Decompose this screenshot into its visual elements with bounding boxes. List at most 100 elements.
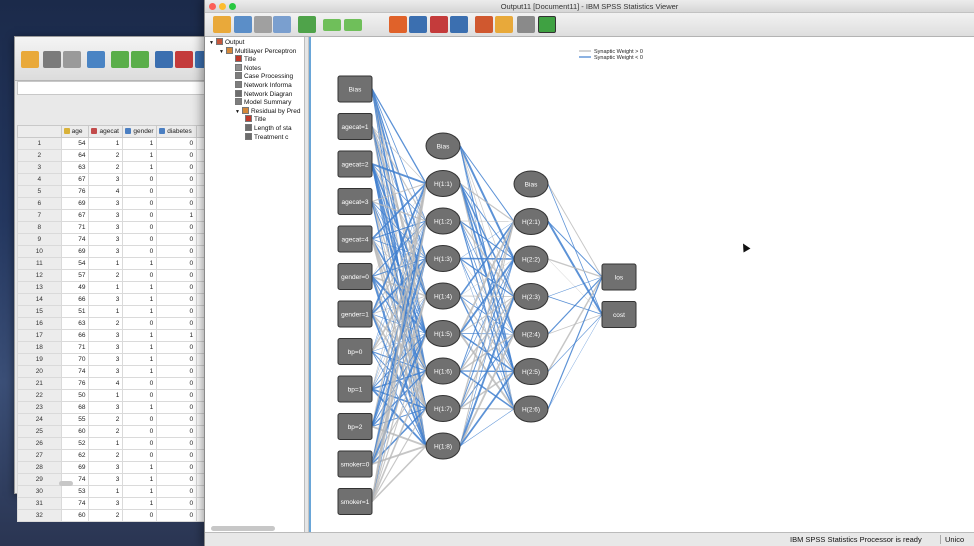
open-icon[interactable]	[21, 51, 39, 68]
grid-cell[interactable]: 1	[88, 437, 124, 450]
grid-cell[interactable]: 1	[122, 305, 158, 318]
grid-cell[interactable]: 1	[88, 305, 124, 318]
run-icon[interactable]	[538, 16, 556, 33]
grid-cell[interactable]: 1	[122, 365, 158, 378]
grid-cell[interactable]: 4	[88, 185, 124, 198]
grid-cell[interactable]: 3	[88, 197, 124, 210]
grid-cell[interactable]: 2	[88, 509, 124, 522]
grid-cell[interactable]: 0	[156, 185, 198, 198]
grid-cell[interactable]: 2	[88, 425, 124, 438]
grid-cell[interactable]: 1	[122, 281, 158, 294]
grid-cell[interactable]: 2	[88, 449, 124, 462]
grid-cell[interactable]: 3	[88, 353, 124, 366]
grid-cell[interactable]: 1	[122, 497, 158, 510]
grid-cell[interactable]: 3	[88, 461, 124, 474]
row-number[interactable]: 7	[17, 209, 62, 222]
insert-text-icon[interactable]	[495, 16, 513, 33]
undo-icon[interactable]	[111, 51, 129, 68]
row-number[interactable]: 28	[17, 461, 62, 474]
grid-cell[interactable]: 0	[156, 473, 198, 486]
goto-case-icon[interactable]	[155, 51, 173, 68]
grid-cell[interactable]: 1	[156, 329, 198, 342]
grid-cell[interactable]: 0	[122, 233, 158, 246]
grid-cell[interactable]: 0	[156, 305, 198, 318]
row-number[interactable]: 12	[17, 269, 62, 282]
print-icon[interactable]	[254, 16, 272, 33]
outline-item[interactable]: ▼Output	[209, 38, 244, 46]
outline-item[interactable]: Network Diagran	[235, 89, 292, 98]
grid-cell[interactable]: 54	[60, 137, 90, 150]
row-number[interactable]: 24	[17, 413, 62, 426]
grid-cell[interactable]: 0	[122, 425, 158, 438]
grid-cell[interactable]: 66	[60, 293, 90, 306]
grid-cell[interactable]: 3	[88, 293, 124, 306]
outline-horizontal-scrollbar[interactable]	[211, 526, 275, 531]
grid-cell[interactable]: 1	[88, 257, 124, 270]
grid-cell[interactable]: 49	[60, 281, 90, 294]
row-number[interactable]: 29	[17, 473, 62, 486]
grid-cell[interactable]: 3	[88, 365, 124, 378]
grid-cell[interactable]: 1	[156, 209, 198, 222]
grid-cell[interactable]: 0	[156, 413, 198, 426]
grid-cell[interactable]: 2	[88, 149, 124, 162]
grid-cell[interactable]: 74	[60, 497, 90, 510]
row-number[interactable]: 23	[17, 401, 62, 414]
grid-cell[interactable]: 54	[60, 257, 90, 270]
grid-cell[interactable]: 0	[156, 449, 198, 462]
grid-cell[interactable]: 0	[122, 197, 158, 210]
grid-cell[interactable]: 1	[122, 161, 158, 174]
grid-cell[interactable]: 1	[122, 341, 158, 354]
grid-cell[interactable]: 1	[122, 485, 158, 498]
pane-splitter[interactable]	[305, 37, 309, 532]
network-diagram[interactable]: Biasagecat=1agecat=2agecat=3agecat=4gend…	[311, 37, 974, 532]
row-number[interactable]: 19	[17, 353, 62, 366]
outline-item[interactable]: Network Informa	[235, 81, 292, 89]
open-icon[interactable]	[213, 16, 231, 33]
row-number[interactable]: 2	[17, 149, 62, 162]
grid-cell[interactable]: 0	[156, 245, 198, 258]
column-header-age[interactable]: age	[60, 125, 90, 138]
grid-cell[interactable]: 0	[156, 317, 198, 330]
row-number[interactable]: 5	[17, 185, 62, 198]
grid-cell[interactable]: 1	[122, 293, 158, 306]
column-header-diabetes[interactable]: diabetes	[156, 125, 198, 138]
grid-cell[interactable]: 0	[122, 437, 158, 450]
grid-cell[interactable]: 52	[60, 437, 90, 450]
grid-cell[interactable]: 0	[156, 269, 198, 282]
grid-cell[interactable]: 0	[122, 245, 158, 258]
grid-cell[interactable]: 3	[88, 173, 124, 186]
grid-cell[interactable]: 67	[60, 209, 90, 222]
grid-cell[interactable]: 0	[156, 353, 198, 366]
grid-cell[interactable]: 69	[60, 245, 90, 258]
grid-cell[interactable]: 0	[156, 161, 198, 174]
row-number[interactable]: 25	[17, 425, 62, 438]
grid-cell[interactable]: 70	[60, 353, 90, 366]
grid-cell[interactable]: 0	[156, 197, 198, 210]
zoom-window-button[interactable]	[229, 3, 236, 10]
grid-cell[interactable]: 0	[156, 221, 198, 234]
insert-output-icon[interactable]	[475, 16, 493, 33]
grid-cell[interactable]: 1	[122, 257, 158, 270]
undo-icon[interactable]	[323, 19, 341, 31]
grid-cell[interactable]: 69	[60, 197, 90, 210]
grid-cell[interactable]: 69	[60, 461, 90, 474]
outline-item[interactable]: ▼Multilayer Perceptron	[219, 46, 296, 55]
row-number[interactable]: 11	[17, 257, 62, 270]
recall-dialog-icon[interactable]	[87, 51, 105, 68]
grid-cell[interactable]: 76	[60, 377, 90, 390]
row-number[interactable]: 31	[17, 497, 62, 510]
goto-data-icon[interactable]	[389, 16, 407, 33]
